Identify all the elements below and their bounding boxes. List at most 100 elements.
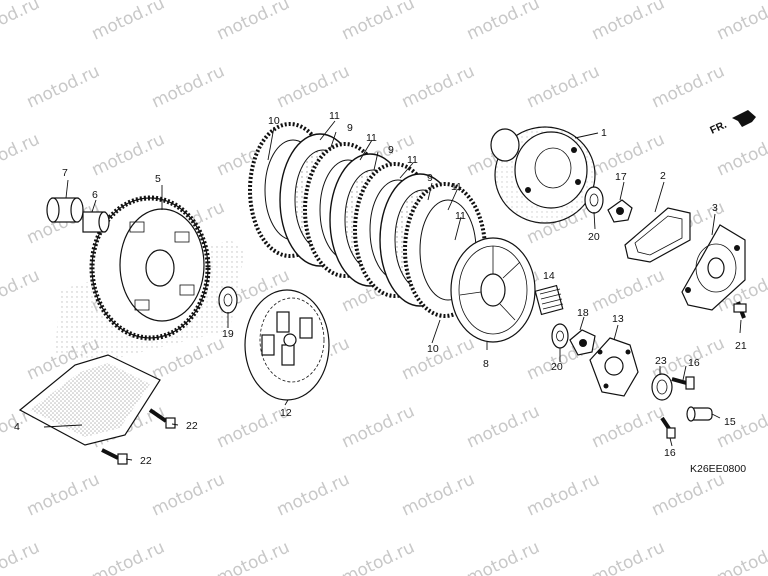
part-22-upper-bolt xyxy=(148,408,176,429)
leader-line xyxy=(171,423,179,426)
callout-part-16b: 16 xyxy=(664,447,676,459)
leader-line xyxy=(427,182,433,201)
callout-part-12: 12 xyxy=(280,407,292,419)
watermark-text: motod.ru xyxy=(589,401,668,452)
leader-line xyxy=(431,319,441,344)
leader-line xyxy=(319,120,336,141)
watermark-text: motod.ru xyxy=(649,61,728,112)
callout-part-10a: 10 xyxy=(268,115,280,127)
leader-line xyxy=(619,181,625,201)
callout-part-10b: 10 xyxy=(427,343,439,355)
callout-part-11c: 11 xyxy=(407,154,418,166)
diagram-code: K26EE0800 xyxy=(690,463,746,475)
watermark-text: motod.ru xyxy=(24,469,103,520)
callout-part-9b: 9 xyxy=(388,144,394,156)
part-23-bearing xyxy=(651,373,673,401)
part-19-thrust-washer xyxy=(218,286,238,314)
part-6-bushing xyxy=(82,211,110,233)
watermark-text: motod.ru xyxy=(0,129,43,180)
leader-line xyxy=(447,189,458,211)
clutch-disc-stack xyxy=(248,122,487,318)
callout-part-11e: 11 xyxy=(455,210,466,222)
part-22-lower-bolt xyxy=(101,448,128,465)
callout-part-3: 3 xyxy=(712,202,718,214)
part-14-clutch-spring xyxy=(534,284,564,316)
callout-part-21: 21 xyxy=(735,340,747,352)
callout-part-18: 18 xyxy=(577,307,589,319)
front-direction-indicator: FR. xyxy=(708,110,756,137)
watermark-text: motod.ru xyxy=(0,265,43,316)
part-12-clutch-center xyxy=(244,289,330,401)
leader-line xyxy=(711,213,716,236)
watermark-text: motod.ru xyxy=(339,537,418,576)
leader-line xyxy=(329,131,337,151)
watermark-text: motod.ru xyxy=(589,0,668,45)
watermark-text: motod.ru xyxy=(524,469,603,520)
watermark-text: motod.ru xyxy=(149,469,228,520)
watermark-text: motod.ru xyxy=(649,469,728,520)
callout-part-14: 14 xyxy=(543,270,555,282)
part-20-lower-washer xyxy=(551,323,569,349)
part-callouts: 1234567899910101111111111121314151616171… xyxy=(14,110,747,467)
watermark-text: motod.ru xyxy=(339,401,418,452)
part-4-guard-plate xyxy=(18,354,161,446)
callout-part-9c: 9 xyxy=(427,172,433,184)
part-1-clutch-outer-housing xyxy=(490,126,596,224)
callout-part-11d: 11 xyxy=(451,181,462,193)
part-16-upper-bolt xyxy=(671,376,695,390)
part-5-clutch-basket xyxy=(89,195,211,341)
watermark-text: motod.ru xyxy=(0,537,43,576)
leader-line xyxy=(593,211,596,230)
callout-part-19: 19 xyxy=(222,328,234,340)
leader-line xyxy=(682,365,687,381)
watermark-text: motod.ru xyxy=(89,537,168,576)
watermark-text: motod.ru xyxy=(89,0,168,45)
leader-line xyxy=(125,458,133,461)
part-16-lower-bolt xyxy=(660,416,676,439)
leader-line xyxy=(669,437,673,447)
watermark-text: motod.ru xyxy=(714,401,768,452)
leader-line xyxy=(373,151,379,171)
part-13-lifter-flange xyxy=(589,337,639,397)
watermark-text: motod.ru xyxy=(589,265,668,316)
part-18-lifter-plate xyxy=(569,329,596,356)
watermark-text: motod.ru xyxy=(339,0,418,45)
front-arrow-icon xyxy=(732,110,756,127)
watermark-text: motod.ru xyxy=(214,0,293,45)
watermark-text: motod.ru xyxy=(589,537,668,576)
leader-line xyxy=(574,132,599,139)
watermark-text: motod.ru xyxy=(714,0,768,45)
part-17-lifter-piece xyxy=(607,199,633,223)
leader-line xyxy=(43,424,83,428)
watermark-text: motod.ru xyxy=(274,61,353,112)
callout-part-20b: 20 xyxy=(551,361,563,373)
callout-part-11b: 11 xyxy=(366,132,377,144)
watermark-text: motod.ru xyxy=(399,469,478,520)
part-2-cover-gasket xyxy=(624,207,691,263)
leader-line xyxy=(267,126,275,161)
watermark-text: motod.ru xyxy=(524,61,603,112)
callout-part-22b: 22 xyxy=(140,455,152,467)
part-3-clutch-cover xyxy=(681,224,746,311)
callout-part-1: 1 xyxy=(601,127,607,139)
leader-line xyxy=(739,319,742,334)
leader-line xyxy=(91,199,97,213)
callout-part-8: 8 xyxy=(483,358,489,370)
watermark-text: motod.ru xyxy=(399,333,478,384)
leader-line xyxy=(65,179,69,199)
callout-part-5: 5 xyxy=(155,173,161,185)
watermark-text: motod.ru xyxy=(0,0,43,45)
watermark-text: motod.ru xyxy=(714,129,768,180)
watermark-text: motod.ru xyxy=(149,61,228,112)
leader-line xyxy=(711,413,721,419)
watermark-text: motod.ru xyxy=(274,469,353,520)
watermark-text: motod.ru xyxy=(399,61,478,112)
callout-part-23: 23 xyxy=(655,355,667,367)
watermark-text: motod.ru xyxy=(464,0,543,45)
part-15-lifter-pin xyxy=(686,406,713,422)
part-21-bolt xyxy=(733,301,747,319)
callout-part-6: 6 xyxy=(92,189,98,201)
leader-line xyxy=(579,316,585,331)
